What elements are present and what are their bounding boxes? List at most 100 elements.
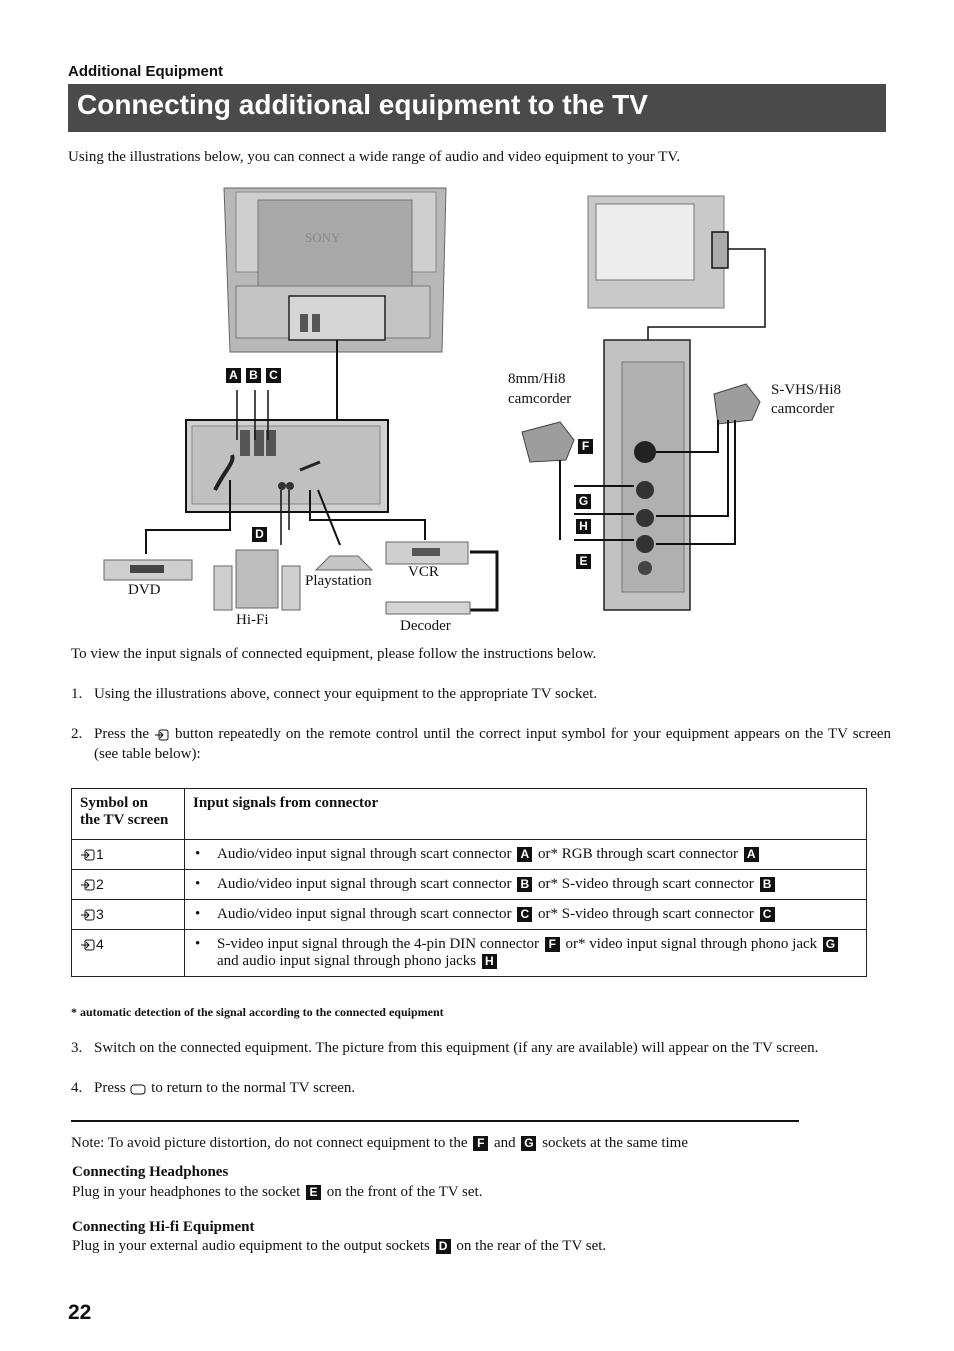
- footnote: * automatic detection of the signal acco…: [71, 1005, 444, 1019]
- connector-badge: F: [544, 937, 560, 953]
- vcr-device: [385, 541, 469, 565]
- connection-diagram: SONY: [103, 187, 766, 615]
- input-symbol-icon: [81, 849, 95, 861]
- note-text-c: sockets at the same time: [542, 1135, 688, 1151]
- symbol-number: 2: [96, 876, 104, 892]
- badge-c: C: [266, 368, 281, 383]
- signal-text-alt: or* RGB through scart connector: [538, 846, 738, 862]
- intro-text: Using the illustrations below, you can c…: [68, 149, 681, 165]
- symbol-cell: 1: [71, 839, 185, 870]
- symbol-cell: 3: [71, 899, 185, 930]
- headphones-text-b: on the front of the TV set.: [326, 1184, 483, 1200]
- step-2: 2. Press the button repeatedly on the re…: [71, 724, 891, 764]
- connector-badge: B: [759, 877, 775, 893]
- hifi-heading: Connecting Hi-fi Equipment: [72, 1219, 255, 1235]
- symbol-cell: 2: [71, 869, 185, 900]
- signal-text-tail: and audio input signal through phono jac…: [217, 953, 477, 969]
- input-symbol-icon: [81, 939, 95, 951]
- table-row: 4 •S-video input signal through the 4-pi…: [71, 929, 867, 977]
- connector-badge: A: [743, 847, 759, 863]
- table-row: 1 •Audio/video input signal through scar…: [71, 839, 867, 870]
- title-bar: Connecting additional equipment to the T…: [68, 84, 886, 132]
- input-select-icon: [155, 729, 169, 741]
- table-row: 2 •Audio/video input signal through scar…: [71, 869, 867, 900]
- section-label: Additional Equipment: [68, 63, 223, 80]
- camcorder-svhs: [713, 383, 761, 425]
- step-3-number: 3.: [71, 1040, 83, 1056]
- step-2-text: Press the button repeatedly on the remot…: [94, 724, 891, 764]
- camcorder-8mm: [521, 421, 575, 463]
- tv-front-illustration: [587, 195, 729, 309]
- signal-text-alt: or* video input signal through phono jac…: [565, 936, 818, 952]
- hifi-text: Plug in your external audio equipment to…: [72, 1238, 606, 1255]
- headphones-badge-e: E: [306, 1185, 322, 1201]
- front-panel-closeup: [603, 339, 691, 611]
- note-text-and: and: [494, 1135, 516, 1151]
- step-4-number: 4.: [71, 1080, 83, 1096]
- label-hifi: Hi-Fi: [236, 612, 269, 628]
- connector-badge: G: [822, 937, 838, 953]
- label-decoder: Decoder: [400, 618, 451, 634]
- table-row: 3 •Audio/video input signal through scar…: [71, 899, 867, 930]
- label-playstation: Playstation: [305, 573, 372, 589]
- signal-text: Audio/video input signal through scart c…: [217, 876, 512, 892]
- input-symbol-icon: [81, 909, 95, 921]
- headphones-text-a: Plug in your headphones to the socket: [72, 1184, 301, 1200]
- step-4-text: Press to return to the normal TV screen.: [94, 1078, 891, 1098]
- label-8mm-camcorder-line1: 8mm/Hi8: [508, 371, 566, 387]
- step-2-text-b: button repeatedly on the remote control …: [94, 726, 892, 762]
- badge-b: B: [246, 368, 261, 383]
- signal-cell: •Audio/video input signal through scart …: [184, 839, 867, 870]
- table-header-input-signals: Input signals from connector: [184, 788, 867, 840]
- page-title: Connecting additional equipment to the T…: [77, 89, 648, 120]
- symbol-number: 1: [96, 846, 104, 862]
- headphones-text: Plug in your headphones to the socket E …: [72, 1184, 482, 1201]
- note-text-a: Note: To avoid picture distortion, do no…: [71, 1135, 468, 1151]
- table-header-symbol-line1: Symbol on: [80, 795, 148, 811]
- connector-badge: B: [517, 877, 533, 893]
- hifi-system: [213, 549, 301, 611]
- step-1: 1. Using the illustrations above, connec…: [71, 684, 891, 704]
- step-3: 3. Switch on the connected equipment. Th…: [71, 1038, 891, 1058]
- step-2-text-a: Press the: [94, 726, 149, 742]
- signal-text-alt: or* S-video through scart connector: [538, 906, 754, 922]
- tv-brand-logo: SONY: [305, 230, 341, 245]
- hifi-badge-d: D: [435, 1239, 451, 1255]
- rear-panel-closeup: [185, 419, 389, 513]
- label-svhs-camcorder-line2: camcorder: [771, 401, 835, 417]
- playstation-console: [314, 555, 374, 571]
- label-vcr: VCR: [408, 564, 439, 580]
- signal-text-alt: or* S-video through scart connector: [538, 876, 754, 892]
- signal-cell: •Audio/video input signal through scart …: [184, 899, 867, 930]
- badge-d: D: [252, 527, 267, 542]
- step-4-text-b: to return to the normal TV screen.: [151, 1080, 356, 1096]
- badge-g: G: [576, 494, 591, 509]
- connector-badge: H: [481, 954, 497, 970]
- headphones-heading: Connecting Headphones: [72, 1164, 229, 1180]
- step-2-number: 2.: [71, 726, 83, 742]
- divider: [71, 1120, 799, 1122]
- label-svhs-camcorder-line1: S-VHS/Hi8: [771, 382, 842, 398]
- note-badge-f: F: [473, 1136, 489, 1152]
- decoder-device: [385, 601, 471, 615]
- connector-badge: A: [517, 847, 533, 863]
- signal-text: Audio/video input signal through scart c…: [217, 906, 512, 922]
- signal-text: S-video input signal through the 4-pin D…: [217, 936, 540, 952]
- note: Note: To avoid picture distortion, do no…: [71, 1135, 688, 1152]
- page-number: 22: [68, 1301, 92, 1324]
- tv-rear-illustration: [223, 187, 447, 353]
- signal-cell: •S-video input signal through the 4-pin …: [184, 929, 867, 977]
- signal-text: Audio/video input signal through scart c…: [217, 846, 512, 862]
- step-3-text: Switch on the connected equipment. The p…: [94, 1040, 819, 1056]
- dvd-player: [103, 559, 193, 581]
- step-4: 4. Press to return to the normal TV scre…: [71, 1078, 891, 1098]
- badge-e: E: [576, 554, 591, 569]
- badge-a: A: [226, 368, 241, 383]
- badge-f: F: [578, 439, 593, 454]
- signal-cell: •Audio/video input signal through scart …: [184, 869, 867, 900]
- symbol-number: 4: [96, 936, 104, 952]
- symbol-number: 3: [96, 906, 104, 922]
